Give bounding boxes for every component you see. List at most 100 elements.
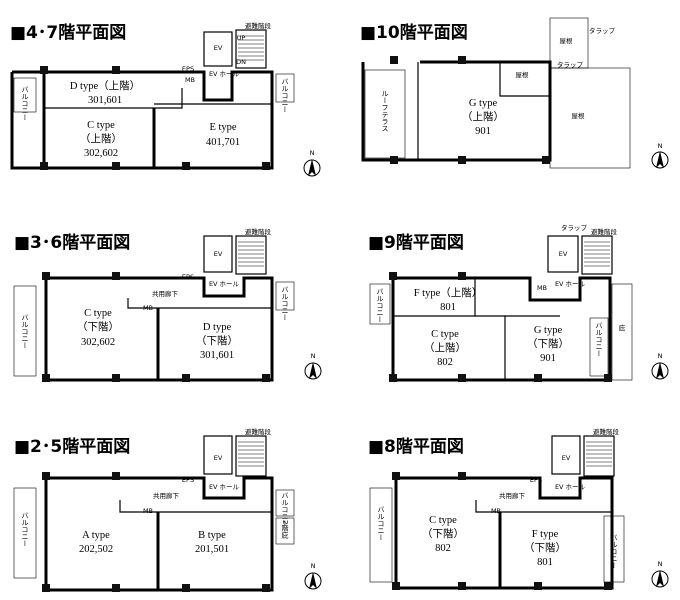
unit-floor: （下階） <box>77 321 119 333</box>
roof-terrace-label: ルーフテラス <box>381 90 389 132</box>
pillar <box>262 584 270 592</box>
wall <box>475 500 612 513</box>
ev-shaft <box>203 435 233 475</box>
stair-treads <box>238 241 264 267</box>
outer-wall <box>44 476 274 592</box>
unit-rooms: 901 <box>475 126 491 137</box>
balcony <box>13 77 37 113</box>
plan-9f: ■9階平面図 EV 避難階段 タラップ EV ホール MB バルコニー バルコニ… <box>368 223 669 382</box>
eps-label: EPS <box>182 476 194 484</box>
eps-label: EPS <box>530 476 542 484</box>
svg-text:N: N <box>311 562 316 570</box>
north-compass-icon: N <box>304 352 322 380</box>
corridor-label: 共用廊下 <box>499 491 526 500</box>
ev-hall-label: EV ホール <box>209 483 240 491</box>
pillar <box>458 472 466 480</box>
pillar <box>458 272 466 280</box>
outer-wall <box>394 476 614 590</box>
mb-label: MB <box>185 76 195 84</box>
wall <box>44 88 183 109</box>
stair-core <box>235 435 267 477</box>
ev-top-label: 屋根 <box>560 36 574 45</box>
unit-type: G type <box>469 98 498 109</box>
unit-floor: （下階） <box>196 335 238 347</box>
unit-rooms: 802 <box>435 543 451 554</box>
elevator-roof-label: 屋根 <box>516 70 530 79</box>
north-compass-icon: N <box>651 142 669 169</box>
north-compass-icon: N <box>303 149 321 177</box>
eps-label: EPS <box>182 273 194 281</box>
eps-label: EPS <box>182 65 194 73</box>
unit-rooms: 201,501 <box>195 544 229 555</box>
unit-type: A type <box>82 530 110 541</box>
unit-type: E type <box>209 122 236 133</box>
unit-rooms: 302,602 <box>84 148 118 159</box>
balcony <box>369 283 391 325</box>
plan-title: ■4･7階平面図 <box>10 23 126 43</box>
pillar <box>458 374 466 382</box>
stair-treads <box>238 441 264 467</box>
pillar <box>182 374 190 382</box>
unit-rooms: 802 <box>437 357 453 368</box>
stair-treads <box>586 441 612 467</box>
unit-floor: （上階） <box>462 111 504 123</box>
ev-shaft <box>547 235 579 273</box>
unit-type: B type <box>198 530 226 541</box>
balcony-label: バルコニー <box>281 78 289 113</box>
mb-label: MB <box>143 304 153 312</box>
eaves <box>611 283 633 381</box>
pillar <box>392 582 400 590</box>
rooftop-label: 屋根 <box>572 111 586 120</box>
trap-label-2: タラップ <box>557 60 584 69</box>
svg-text:N: N <box>658 142 663 150</box>
balcony-label: バルコニー <box>21 86 29 121</box>
mb-label: MB <box>143 507 153 515</box>
svg-text:N: N <box>658 352 663 360</box>
pillar <box>42 374 50 382</box>
stair-core <box>581 235 613 275</box>
stairs-label: 避難階段 <box>245 21 272 30</box>
mb-label: MB <box>537 284 547 292</box>
unit-type: C type <box>431 329 459 340</box>
ev-shaft <box>203 31 233 67</box>
balcony-label: バルコニー <box>595 322 603 357</box>
trap-label: タラップ <box>589 26 616 35</box>
pillar <box>40 66 48 74</box>
pillar <box>262 374 270 382</box>
corridor-label: 共用廊下 <box>152 289 179 298</box>
roof2 <box>275 517 295 545</box>
plan-2-5f: ■2･5階平面図 EV 避難階段 EPS EV ホール 共用廊下 MB バルコニ… <box>13 427 322 592</box>
pillar <box>389 374 397 382</box>
ev-hall-label: EV ホール <box>555 280 586 288</box>
balcony <box>369 487 393 583</box>
pillar <box>112 374 120 382</box>
balcony <box>275 73 295 103</box>
svg-text:N: N <box>310 149 315 157</box>
ev-hall-label: EV ホール <box>209 70 240 78</box>
pillar <box>542 156 550 164</box>
roof-terrace <box>364 69 406 159</box>
unit-type: C type <box>429 515 457 526</box>
dn-label: DN <box>236 58 246 66</box>
ev-shaft <box>551 435 581 475</box>
balcony <box>603 515 625 583</box>
balcony-label: バルコニー <box>610 534 618 569</box>
wall <box>119 500 272 513</box>
unit-floor: （下階） <box>422 528 464 540</box>
pillar <box>262 162 270 170</box>
pillar <box>112 66 120 74</box>
plan-10f: ■10階平面図 ルーフテラス 屋根 屋根 屋根 タラップ タラップ G type… <box>360 17 669 169</box>
ev-shaft <box>203 235 233 273</box>
plan-4-7f: ■4･7階平面図 EV 避難階段 UP DN EPS MB EV ホール バルコ… <box>10 21 321 177</box>
outer-wall <box>10 70 274 170</box>
north-compass-icon: N <box>651 352 669 380</box>
balcony-label: バルコニー <box>281 492 289 527</box>
roof-area <box>549 67 631 169</box>
ev-label: EV <box>214 250 223 258</box>
pillar <box>112 472 120 480</box>
unit-rooms: 302,602 <box>81 337 115 348</box>
unit-rooms: 301,601 <box>88 95 122 106</box>
unit-type: D type（上階） <box>70 80 140 92</box>
unit-type: G type <box>534 325 563 336</box>
